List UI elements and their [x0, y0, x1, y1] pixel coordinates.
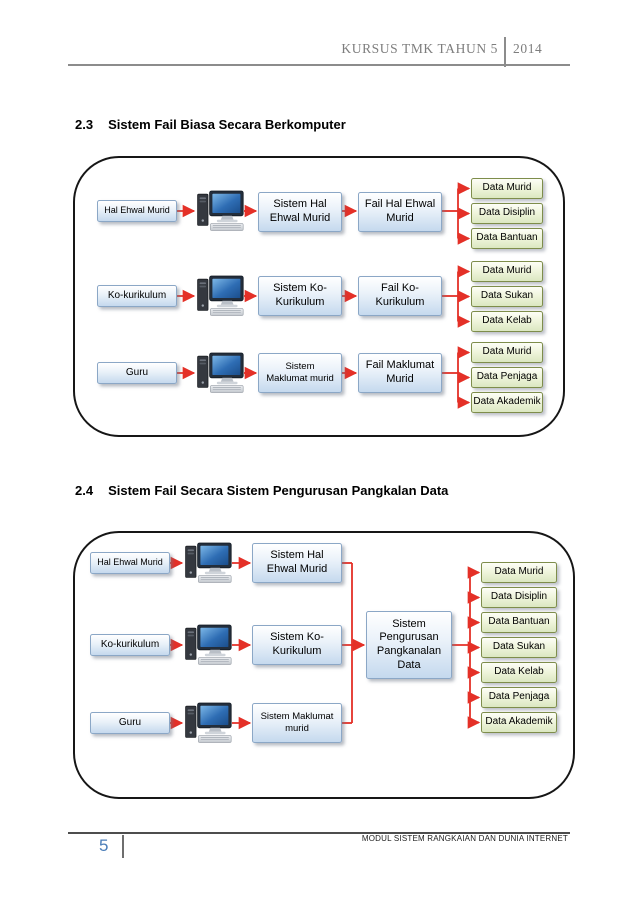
data-box: Data Penjaga [471, 367, 543, 388]
system-box: Sistem Ko-Kurikulum [252, 625, 342, 665]
source-box: Guru [90, 712, 170, 734]
source-box: Ko-kurikulum [97, 285, 177, 307]
data-box: Data Kelab [481, 662, 557, 683]
data-box: Data Bantuan [471, 228, 543, 249]
footer-rule [68, 832, 570, 834]
system-box: Sistem Hal Ehwal Murid [252, 543, 342, 583]
section-title: Sistem Fail Secara Sistem Pengurusan Pan… [108, 483, 449, 498]
desktop-computer-icon [185, 624, 232, 665]
file-box: Fail Hal Ehwal Murid [358, 192, 442, 232]
source-box: Hal Ehwal Murid [97, 200, 177, 222]
desktop-computer-icon [197, 275, 244, 317]
desktop-computer-icon [197, 190, 244, 232]
source-box: Guru [97, 362, 177, 384]
section-2-3-heading: 2.3 Sistem Fail Biasa Secara Berkomputer [75, 117, 346, 132]
section-number: 2.4 [75, 483, 94, 498]
footer-separator [122, 835, 124, 858]
file-box: Fail Maklumat Murid [358, 353, 442, 393]
system-box: Sistem Maklumat murid [258, 353, 342, 393]
desktop-computer-icon [197, 352, 244, 394]
section-2-4-heading: 2.4 Sistem Fail Secara Sistem Pengurusan… [75, 483, 448, 498]
data-box: Data Murid [471, 261, 543, 282]
desktop-computer-icon [185, 702, 232, 743]
header-separator [504, 37, 506, 67]
data-box: Data Murid [471, 178, 543, 199]
file-box: Fail Ko-Kurikulum [358, 276, 442, 316]
data-box: Data Sukan [481, 637, 557, 658]
header-rule [68, 64, 570, 66]
hub-box: Sistem Pengurusan Pangkanalan Data [366, 611, 452, 679]
data-box: Data Penjaga [481, 687, 557, 708]
section-title: Sistem Fail Biasa Secara Berkomputer [108, 117, 346, 132]
footer-module-title: MODUL SISTEM RANGKAIAN DAN DUNIA INTERNE… [361, 834, 568, 843]
data-box: Data Murid [481, 562, 557, 583]
data-box: Data Bantuan [481, 612, 557, 633]
system-box: Sistem Ko-Kurikulum [258, 276, 342, 316]
desktop-computer-icon [185, 542, 232, 583]
system-box: Sistem Maklumat murid [252, 703, 342, 743]
header-year: 2014 [513, 41, 543, 56]
data-box: Data Disiplin [471, 203, 543, 224]
source-box: Ko-kurikulum [90, 634, 170, 656]
data-box: Data Kelab [471, 311, 543, 332]
header-title: KURSUS TMK TAHUN 5 [341, 41, 498, 56]
data-box: Data Sukan [471, 286, 543, 307]
source-box: Hal Ehwal Murid [90, 552, 170, 574]
data-box: Data Akademik [481, 712, 557, 733]
data-box: Data Disiplin [481, 587, 557, 608]
page-number: 5 [99, 836, 109, 855]
system-box: Sistem Hal Ehwal Murid [258, 192, 342, 232]
section-number: 2.3 [75, 117, 94, 132]
data-box: Data Murid [471, 342, 543, 363]
data-box: Data Akademik [471, 392, 543, 413]
